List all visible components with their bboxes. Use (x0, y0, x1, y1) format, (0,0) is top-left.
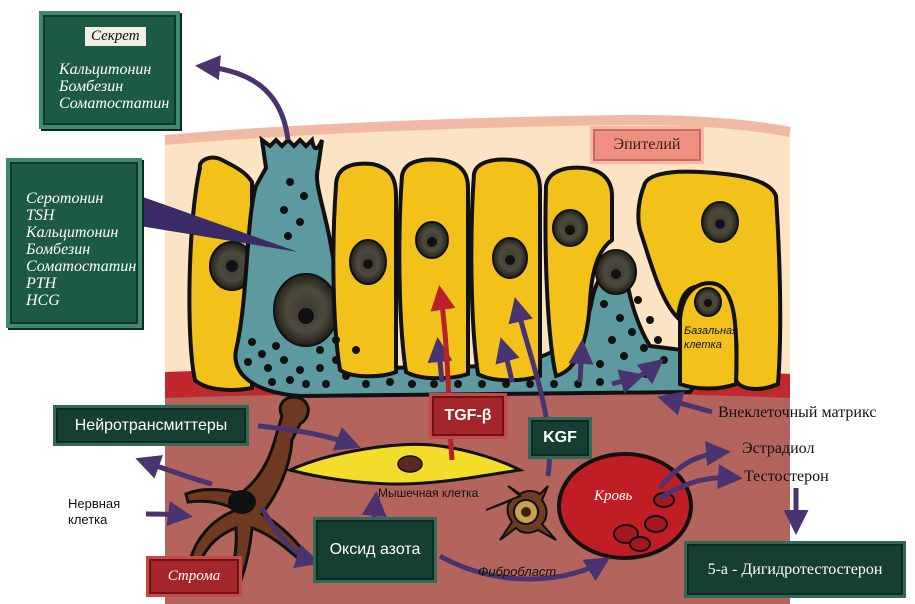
product-item: Бомбезин (26, 241, 136, 258)
ecm-label: Внеклеточный матрикс (718, 404, 876, 422)
basal-cell-label: Базальная клетка (684, 324, 738, 352)
product-item: PTH (26, 275, 136, 292)
muscle-cell-label: Мышечная клетка (378, 486, 478, 500)
epithelium-label: Эпителий (590, 126, 704, 164)
nitric-oxide-label: Оксид азота (313, 517, 437, 583)
stroma-label: Строма (146, 556, 242, 597)
nerve-cell-label: Нервная клетка (68, 496, 120, 528)
blood-label: Кровь (594, 488, 632, 505)
tgf-beta-label: TGF-β (429, 393, 507, 439)
product-item: Соматостатин (26, 258, 136, 275)
secret-title: Секрет (85, 27, 146, 46)
product-item: TSH (26, 207, 136, 224)
estradiol-label: Эстрадиол (742, 440, 814, 458)
dht-label: 5-а - Дигидротестостерон (684, 541, 906, 598)
secret-item: Соматостатин (59, 95, 169, 112)
product-item: HCG (26, 292, 136, 309)
fibroblast-label: Фибробласт (478, 564, 556, 579)
neurotransmitters-label: Нейротрансмиттеры (53, 405, 249, 446)
neuro-products-box: Серотонин TSH Кальцитонин Бомбезин Сомат… (6, 158, 142, 328)
product-item: Кальцитонин (26, 224, 136, 241)
kgf-label: KGF (528, 417, 592, 459)
secretory-cell (399, 160, 468, 379)
secret-item: Кальцитонин (59, 61, 169, 78)
testosterone-label: Тестостерон (744, 468, 829, 486)
product-item: Серотонин (26, 190, 136, 207)
secret-item: Бомбезин (59, 78, 169, 95)
secret-box: Секрет Кальцитонин Бомбезин Соматостатин (39, 11, 180, 129)
